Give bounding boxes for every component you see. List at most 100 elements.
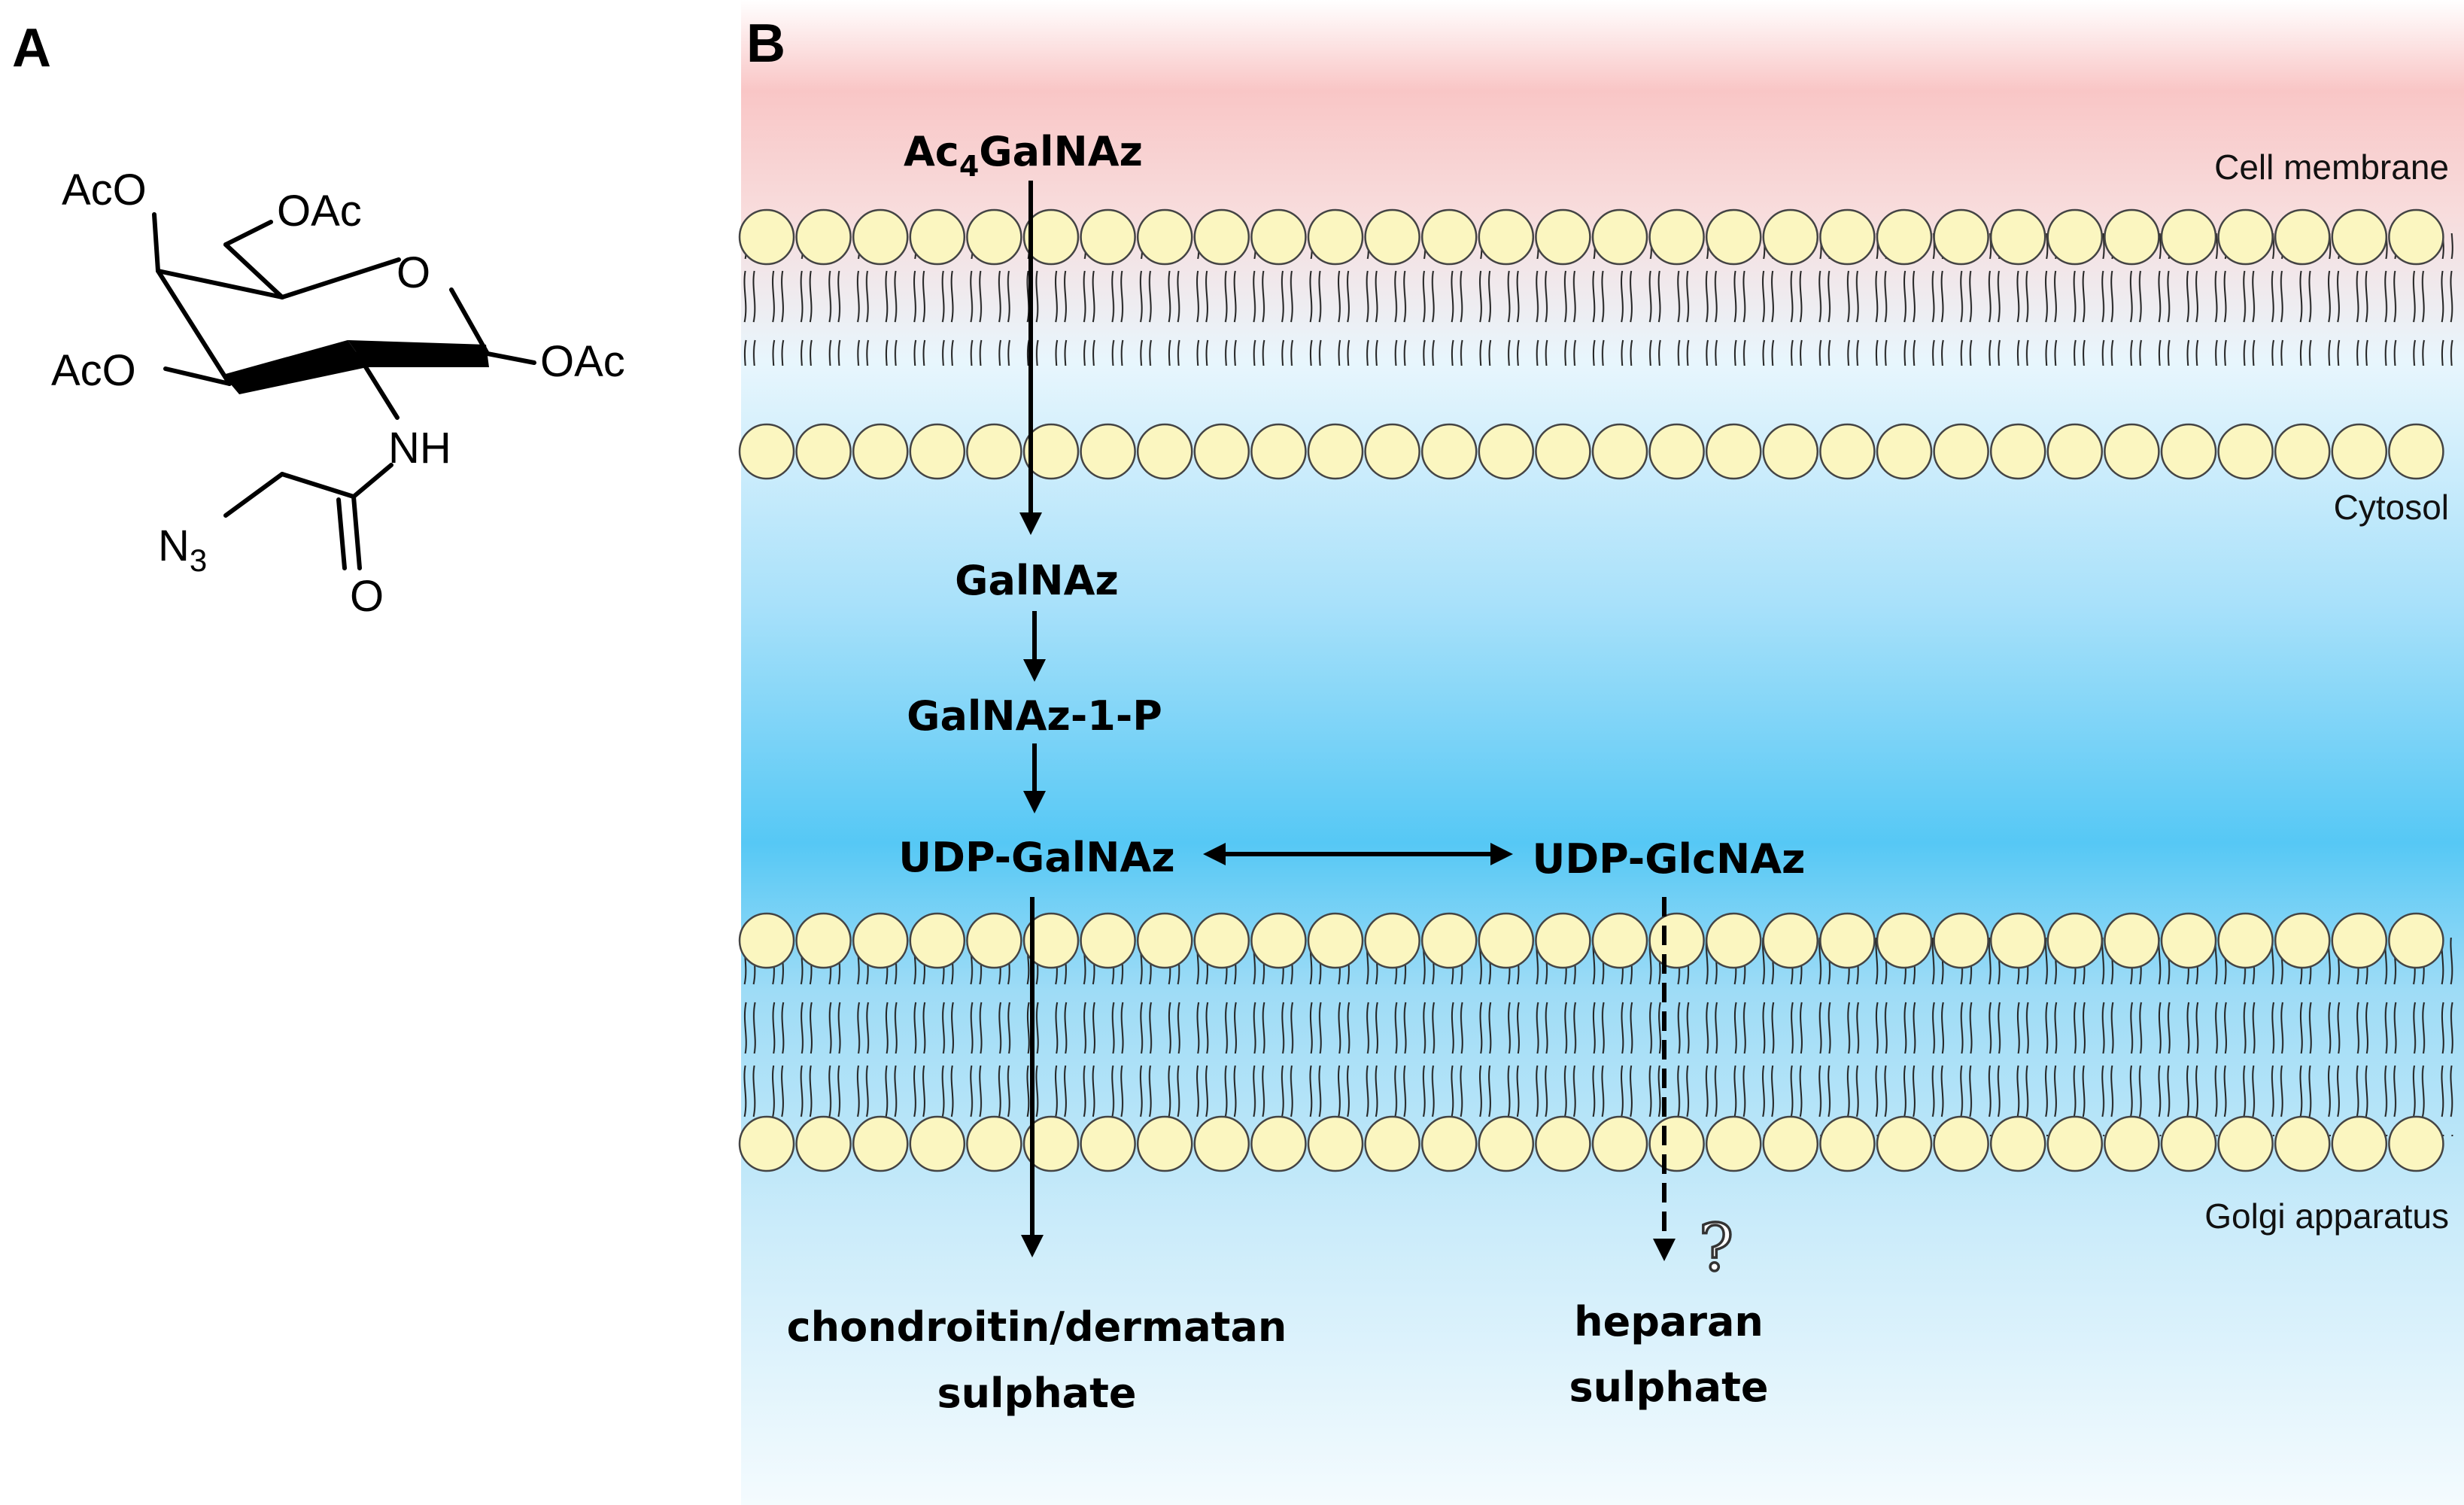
golgi-membrane-outer-head bbox=[1022, 912, 1080, 969]
plasma-membrane-outer-head bbox=[1136, 208, 1193, 266]
golgi-membrane-outer-head bbox=[1136, 912, 1193, 969]
golgi-membrane-tails bbox=[741, 938, 2464, 1136]
golgi-membrane-inner-head bbox=[1420, 1115, 1478, 1172]
golgi-membrane-inner-head bbox=[2104, 1115, 2160, 1172]
plasma-membrane-outer-head bbox=[795, 208, 852, 266]
plasma-membrane-inner-head bbox=[966, 423, 1022, 480]
golgi-membrane-outer-head bbox=[1989, 912, 2046, 969]
plasma-membrane-inner-head bbox=[2331, 423, 2388, 480]
question-mark: ? bbox=[1699, 1211, 1733, 1286]
plasma-membrane-inner-head bbox=[2046, 423, 2104, 480]
ring-bond-c5-o bbox=[280, 257, 401, 299]
golgi-membrane-inner-head bbox=[1250, 1115, 1307, 1172]
golgi-membrane-outer-head bbox=[1307, 912, 1364, 969]
bond-co-double-2 bbox=[336, 497, 347, 570]
plasma-membrane-inner-head bbox=[2388, 423, 2444, 480]
plasma-membrane-outer-head bbox=[1420, 208, 1478, 266]
golgi-membrane-inner-head bbox=[795, 1115, 852, 1172]
golgi-membrane-inner-head bbox=[1705, 1115, 1762, 1172]
golgi-membrane-outer-head bbox=[966, 912, 1022, 969]
plasma-membrane-inner-head bbox=[1193, 423, 1250, 480]
plasma-membrane-inner-head bbox=[852, 423, 909, 480]
golgi-label: Golgi apparatus bbox=[2204, 1196, 2449, 1236]
ac4galnaz-structure bbox=[152, 212, 536, 570]
golgi-membrane-outer-head bbox=[1933, 912, 1989, 969]
golgi-membrane-inner-head bbox=[2388, 1115, 2444, 1172]
golgi-membrane-outer-head bbox=[2217, 912, 2274, 969]
golgi-membrane-inner-head bbox=[1080, 1115, 1136, 1172]
golgi-membrane-outer-head bbox=[738, 912, 795, 969]
plasma-membrane-inner-head bbox=[738, 423, 795, 480]
golgi-membrane-outer-head bbox=[1762, 912, 1819, 969]
golgi-membrane-inner-head bbox=[909, 1115, 966, 1172]
golgi-membrane-outer-head bbox=[1478, 912, 1535, 969]
golgi-membrane-outer-head bbox=[1648, 912, 1705, 969]
plasma-membrane-outer-head bbox=[1080, 208, 1136, 266]
golgi-membrane-inner-head bbox=[1762, 1115, 1819, 1172]
bond-c3-oac bbox=[163, 366, 232, 386]
plasma-membrane-outer-head bbox=[1705, 208, 1762, 266]
golgi-membrane-outer-head bbox=[1364, 912, 1420, 969]
golgi-membrane-outer-head bbox=[795, 912, 852, 969]
bond-ch2-o bbox=[223, 220, 273, 247]
golgi-membrane-outer-head bbox=[1591, 912, 1648, 969]
golgi-membrane-inner-head bbox=[1193, 1115, 1250, 1172]
plasma-membrane-outer-head bbox=[1876, 208, 1933, 266]
golgi-membrane-inner-head bbox=[1136, 1115, 1193, 1172]
atom-aco-top: AcO bbox=[62, 166, 147, 214]
plasma-membrane-outer-head bbox=[2160, 208, 2217, 266]
golgi-membrane-outer-head bbox=[1876, 912, 1933, 969]
ring-wedge-c2-c1 bbox=[348, 340, 489, 367]
golgi-membrane-outer-head bbox=[2331, 912, 2388, 969]
plasma-membrane-outer-head bbox=[1193, 208, 1250, 266]
bond-carbonyl-ch2 bbox=[280, 472, 356, 499]
golgi-membrane-inner-head bbox=[852, 1115, 909, 1172]
panel-a-letter: A bbox=[12, 18, 51, 78]
golgi-membrane-inner-head bbox=[1535, 1115, 1591, 1172]
cell-membrane-label: Cell membrane bbox=[2214, 147, 2449, 187]
plasma-membrane-inner-head bbox=[1136, 423, 1193, 480]
label-udp-glcnaz: UDP-GlcNAz bbox=[1533, 835, 1806, 883]
plasma-membrane-inner-head bbox=[1307, 423, 1364, 480]
plasma-membrane-outer-head bbox=[738, 208, 795, 266]
bond-c4-oac bbox=[152, 212, 160, 273]
golgi-membrane-outer-head bbox=[2104, 912, 2160, 969]
golgi-membrane-outer-head bbox=[2388, 912, 2444, 969]
plasma-membrane-outer-head bbox=[1250, 208, 1307, 266]
golgi-membrane-outer-head bbox=[909, 912, 966, 969]
plasma-membrane-inner-head bbox=[1535, 423, 1591, 480]
bond-ch2-n3 bbox=[223, 472, 284, 518]
plasma-membrane-outer-head bbox=[1933, 208, 1989, 266]
bond-nh-carbonyl bbox=[351, 463, 393, 499]
plasma-membrane-inner-head bbox=[2217, 423, 2274, 480]
golgi-membrane-inner-head bbox=[1022, 1115, 1080, 1172]
bond-c1-oac bbox=[485, 351, 536, 365]
plasma-membrane-outer-head bbox=[2217, 208, 2274, 266]
golgi-membrane-inner-head bbox=[738, 1115, 795, 1172]
plasma-membrane-outer-head bbox=[909, 208, 966, 266]
plasma-membrane-outer-head bbox=[852, 208, 909, 266]
golgi-membrane-inner-head bbox=[2160, 1115, 2217, 1172]
plasma-membrane-inner-head bbox=[1420, 423, 1478, 480]
plasma-membrane-outer-head bbox=[1591, 208, 1648, 266]
plasma-membrane-inner-head bbox=[1080, 423, 1136, 480]
golgi-membrane-outer-head bbox=[2160, 912, 2217, 969]
plasma-membrane-outer-head bbox=[1762, 208, 1819, 266]
ring-wedge-c3-c2 bbox=[223, 340, 367, 394]
plasma-membrane-outer-head bbox=[2104, 208, 2160, 266]
plasma-membrane-inner-head bbox=[2104, 423, 2160, 480]
atom-n3: N3 bbox=[158, 521, 207, 578]
plasma-membrane-inner-head bbox=[1022, 423, 1080, 480]
golgi-membrane-outer-head bbox=[2046, 912, 2104, 969]
atom-oac-right: OAc bbox=[540, 337, 625, 386]
ring-bond-c4-c5 bbox=[156, 269, 284, 299]
atom-oac-top: OAc bbox=[277, 187, 362, 236]
label-heparan-line2: sulphate bbox=[1569, 1364, 1768, 1411]
plasma-membrane-inner-head bbox=[1478, 423, 1535, 480]
plasma-membrane-inner-head bbox=[1705, 423, 1762, 480]
golgi-membrane-inner-head bbox=[1876, 1115, 1933, 1172]
label-galnaz-1p: GalNAz-1-P bbox=[907, 692, 1162, 740]
plasma-membrane-outer-head bbox=[966, 208, 1022, 266]
golgi-membrane-outer-head bbox=[1819, 912, 1876, 969]
